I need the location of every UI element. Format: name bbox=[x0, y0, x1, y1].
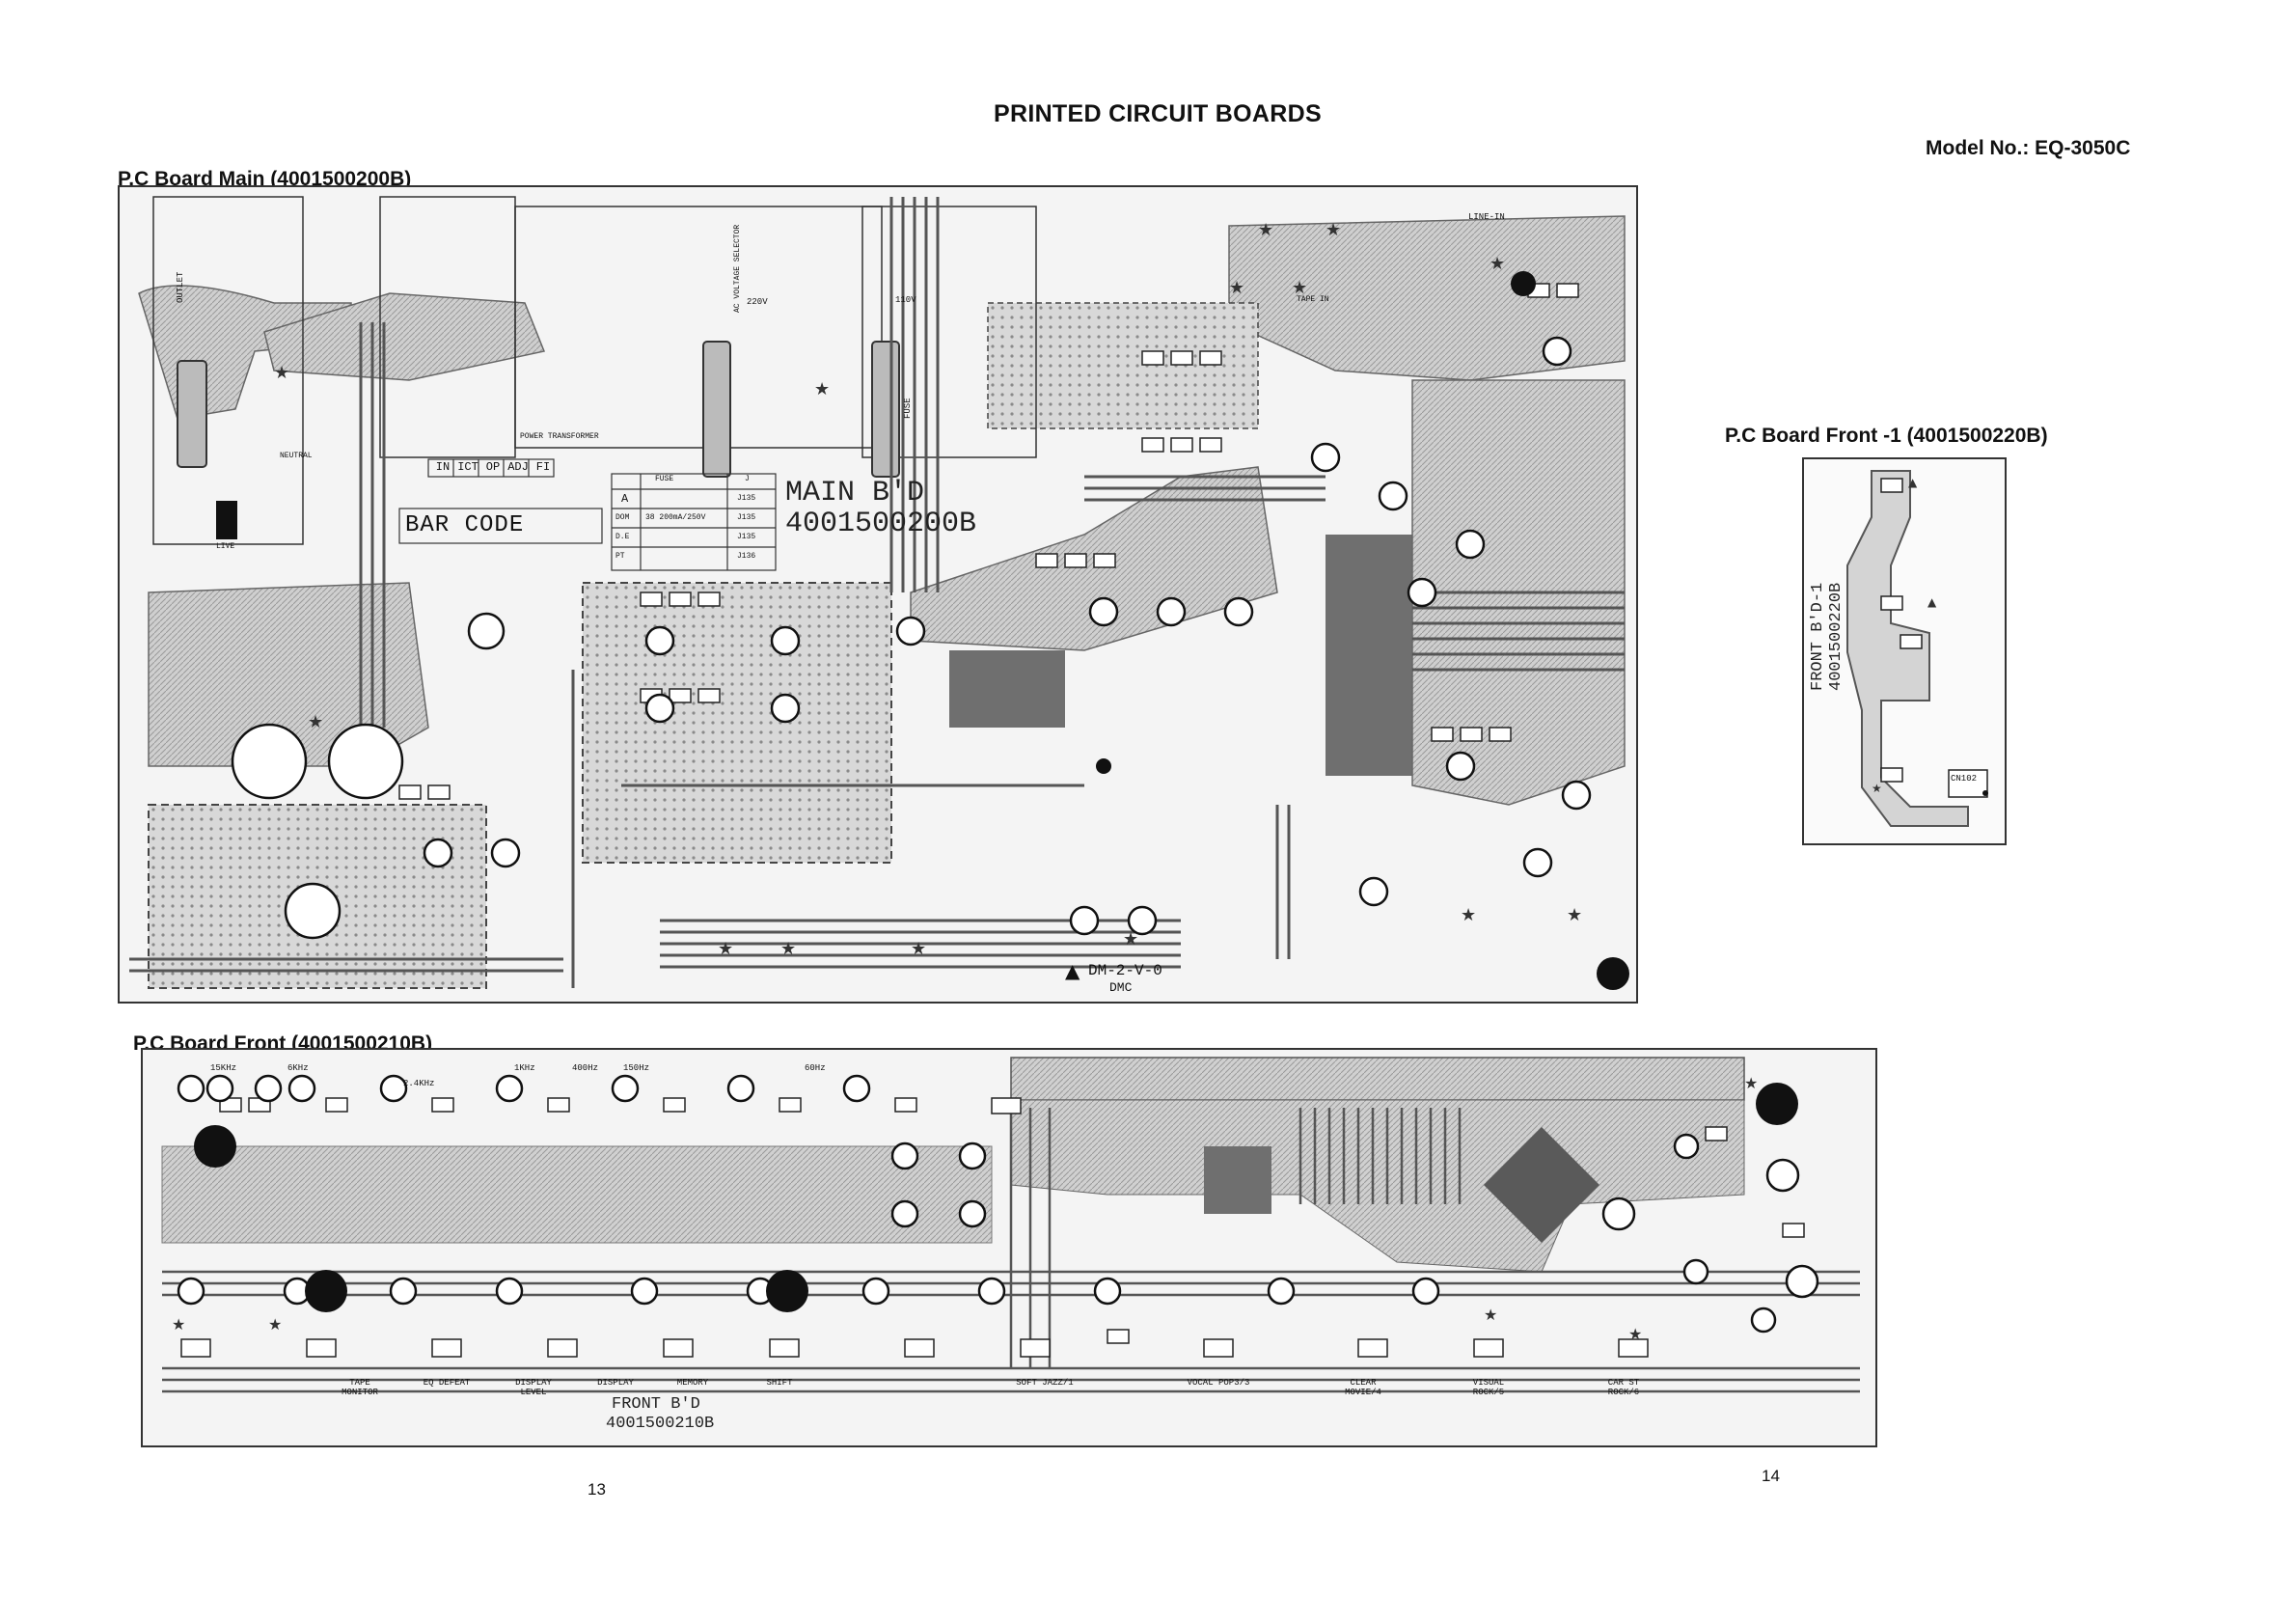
fuse-table-cell: J135 bbox=[737, 494, 756, 503]
page-number-right: 14 bbox=[1762, 1467, 1780, 1485]
fuse-table-cell: J135 bbox=[737, 513, 756, 522]
svg-text:★: ★ bbox=[1744, 1074, 1758, 1092]
110v-label: 110V bbox=[895, 295, 916, 305]
freq-label: 1KHz bbox=[514, 1063, 535, 1073]
check-box-label: ICT bbox=[457, 460, 478, 474]
fuse-label: FUSE bbox=[903, 398, 913, 419]
display-level-label: DISPLAY LEVEL bbox=[515, 1378, 552, 1397]
power-transformer-label: POWER TRANSFORMER bbox=[520, 432, 599, 441]
svg-text:★: ★ bbox=[172, 1315, 185, 1334]
svg-text:★: ★ bbox=[718, 939, 733, 959]
main-board-heading: P.C Board Main (4001500200B) bbox=[118, 168, 412, 190]
freq-label: 6KHz bbox=[287, 1063, 309, 1073]
live-label: LIVE bbox=[216, 542, 235, 551]
shift-label: SHIFT bbox=[766, 1378, 793, 1388]
svg-text:★: ★ bbox=[911, 939, 926, 959]
dmc-label: DMC bbox=[1109, 980, 1133, 995]
front-bd-part-number: 4001500210B bbox=[606, 1415, 715, 1433]
fuse-table-cell: 38 200mA/250V bbox=[645, 513, 706, 522]
check-box-label: IN bbox=[435, 460, 451, 474]
front1-board-traces: ▲ ▲ ★ bbox=[1846, 470, 1988, 827]
freq-label: 150Hz bbox=[623, 1063, 650, 1073]
check-box-label: ADJ bbox=[507, 460, 529, 474]
model-number: Model No.: EQ-3050C bbox=[1926, 137, 2131, 159]
cn102-label: CN102 bbox=[1951, 774, 1978, 784]
freq-label: 400Hz bbox=[572, 1063, 599, 1073]
fuse-table-cell: DOM bbox=[615, 513, 630, 522]
svg-text:★: ★ bbox=[1229, 278, 1244, 298]
front-board-traces: ★ ★ ★ ★ ★ bbox=[161, 1057, 1860, 1393]
svg-text:★: ★ bbox=[1326, 220, 1341, 240]
neutral-label: NEUTRAL bbox=[280, 452, 313, 460]
fuse-table-cell: A bbox=[621, 492, 629, 506]
check-box-labels: IN ICT OP ADJ FI bbox=[430, 460, 556, 474]
vocal-pop-label: VOCAL POP3/3 bbox=[1187, 1378, 1250, 1388]
svg-text:★: ★ bbox=[1292, 278, 1307, 298]
svg-text:★: ★ bbox=[1123, 929, 1138, 949]
cert-mark-icon: ▲ bbox=[1065, 959, 1080, 982]
front1-bd-part-number: 4001500220B bbox=[1827, 582, 1845, 691]
memory-label: MEMORY bbox=[676, 1378, 709, 1388]
main-board: ★ ★ ★ ★ ★ ★ ★ ★ ★ ★ ★ ★ ★ ★ IN ICT OP ADJ FI BAR CODE… bbox=[118, 185, 1638, 1004]
outlet-label: OUTLET bbox=[176, 271, 185, 303]
page-title: PRINTED CIRCUIT BOARDS bbox=[994, 100, 1322, 127]
check-box-label: FI bbox=[535, 460, 551, 474]
visual-rock-label: VISUAL ROCK/5 bbox=[1472, 1378, 1505, 1397]
page-number-left: 13 bbox=[588, 1480, 606, 1499]
soft-jazz-label: SOFT JAZZ/1 bbox=[1016, 1378, 1074, 1388]
main-bd-label: MAIN B'D bbox=[785, 477, 925, 509]
line-in-label: LINE-IN bbox=[1468, 212, 1505, 222]
display-label: DISPLAY bbox=[597, 1378, 634, 1388]
svg-text:★: ★ bbox=[308, 712, 323, 732]
front1-board: ▲ ▲ ★ FRONT B'D-1 4001500220B CN102 bbox=[1802, 457, 2007, 845]
fuse-table-cell: PT bbox=[615, 552, 625, 561]
svg-text:★: ★ bbox=[1490, 254, 1505, 274]
freq-label: 15KHz bbox=[210, 1063, 237, 1073]
front-bd-label: FRONT B'D bbox=[612, 1395, 700, 1414]
svg-text:★: ★ bbox=[780, 939, 796, 959]
tape-in-label: TAPE IN bbox=[1297, 295, 1329, 304]
svg-text:★: ★ bbox=[268, 1315, 282, 1334]
svg-text:▲: ▲ bbox=[1908, 476, 1918, 489]
front1-bd-label: FRONT B'D-1 bbox=[1809, 582, 1827, 691]
bar-code-label: BAR CODE bbox=[405, 512, 525, 538]
svg-text:★: ★ bbox=[1872, 782, 1882, 795]
clear-movie-label: CLEAR MOVIE/4 bbox=[1345, 1378, 1381, 1397]
tape-monitor-label: TAPE MONITOR bbox=[342, 1378, 378, 1397]
main-bd-part-number: 4001500200B bbox=[785, 508, 977, 540]
check-box-label: OP bbox=[485, 460, 501, 474]
svg-text:▲: ▲ bbox=[1927, 595, 1937, 609]
svg-text:★: ★ bbox=[1258, 220, 1273, 240]
main-board-traces: ★ ★ ★ ★ ★ ★ ★ ★ ★ ★ ★ ★ ★ ★ bbox=[129, 196, 1629, 990]
freq-label: 2.4KHz bbox=[403, 1079, 435, 1088]
fuse-table-cell: J135 bbox=[737, 533, 756, 541]
front-board: ★ ★ ★ ★ ★ 15KHz 6KHz 2.4KHz 1KHz 400Hz 150H… bbox=[141, 1048, 1877, 1447]
svg-text:★: ★ bbox=[274, 363, 289, 383]
freq-label: 60Hz bbox=[805, 1063, 826, 1073]
front1-board-heading: P.C Board Front -1 (4001500220B) bbox=[1725, 425, 2048, 447]
eq-defeat-label: EQ DEFEAT bbox=[423, 1378, 471, 1388]
svg-text:★: ★ bbox=[1628, 1325, 1642, 1343]
fuse-table-header: FUSE bbox=[655, 475, 674, 483]
fuse-table-header: J bbox=[745, 475, 750, 483]
car-st-rock-label: CAR ST ROCK/6 bbox=[1607, 1378, 1640, 1397]
svg-text:★: ★ bbox=[814, 379, 830, 399]
fuse-table-cell: J136 bbox=[737, 552, 756, 561]
svg-text:★: ★ bbox=[1567, 905, 1582, 925]
ac-voltage-selector-label: AC VOLTAGE SELECTOR bbox=[733, 224, 742, 313]
fuse-table-cell: D.E bbox=[615, 533, 630, 541]
svg-text:★: ★ bbox=[1461, 905, 1476, 925]
220v-label: 220V bbox=[747, 297, 768, 307]
svg-text:★: ★ bbox=[1484, 1306, 1497, 1324]
cert-label: DM-2-V-0 bbox=[1088, 962, 1162, 979]
